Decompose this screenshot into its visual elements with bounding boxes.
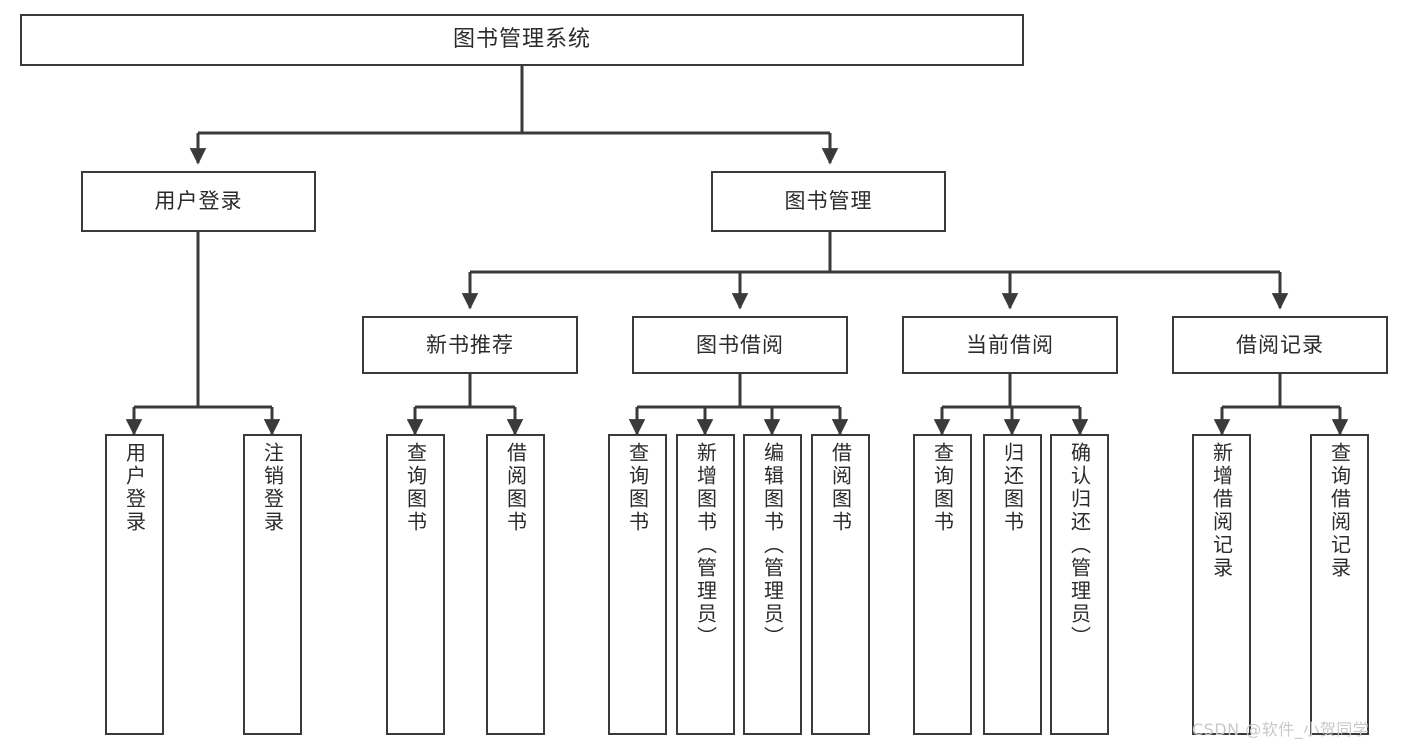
node-label: 查询图书 — [403, 442, 428, 534]
node-label: 用户登录 — [154, 189, 243, 214]
node-label: 借阅图书 — [503, 442, 528, 534]
node-label: 借阅图书 — [828, 442, 853, 534]
node-label: 新增图书（管理员） — [693, 442, 718, 649]
node-book-management[interactable]: 图书管理 — [711, 171, 946, 232]
leaf-book-borrow-borrow[interactable]: 借阅图书 — [811, 434, 870, 735]
node-label: 查询图书 — [930, 442, 955, 534]
leaf-current-borrow-query[interactable]: 查询图书 — [913, 434, 972, 735]
node-label: 图书管理系统 — [452, 27, 591, 53]
node-current-borrow[interactable]: 当前借阅 — [902, 316, 1118, 374]
node-new-book-recommend[interactable]: 新书推荐 — [362, 316, 578, 374]
node-label: 新增借阅记录 — [1209, 442, 1234, 580]
leaf-book-borrow-edit[interactable]: 编辑图书（管理员） — [743, 434, 802, 735]
leaf-new-book-query[interactable]: 查询图书 — [386, 434, 445, 735]
leaf-book-borrow-query[interactable]: 查询图书 — [608, 434, 667, 735]
node-label: 用户登录 — [122, 442, 147, 534]
leaf-borrow-record-query[interactable]: 查询借阅记录 — [1310, 434, 1369, 735]
node-label: 查询图书 — [625, 442, 650, 534]
node-label: 借阅记录 — [1236, 332, 1324, 357]
leaf-borrow-record-add[interactable]: 新增借阅记录 — [1192, 434, 1251, 735]
node-label: 编辑图书（管理员） — [760, 442, 785, 649]
leaf-new-book-borrow[interactable]: 借阅图书 — [486, 434, 545, 735]
node-user-login[interactable]: 用户登录 — [81, 171, 316, 232]
csdn-watermark: CSDN @软件_小贺同学 — [1192, 720, 1370, 739]
leaf-current-borrow-confirm-return[interactable]: 确认归还（管理员） — [1050, 434, 1109, 735]
node-label: 图书借阅 — [696, 332, 784, 357]
leaf-user-login-logout[interactable]: 注销登录 — [243, 434, 302, 735]
node-root-book-management-system[interactable]: 图书管理系统 — [20, 14, 1024, 66]
node-label: 当前借阅 — [966, 332, 1054, 357]
leaf-current-borrow-return[interactable]: 归还图书 — [983, 434, 1042, 735]
node-label: 图书管理 — [784, 189, 873, 214]
node-label: 确认归还（管理员） — [1067, 442, 1092, 649]
node-label: 注销登录 — [260, 442, 285, 534]
node-label: 归还图书 — [1000, 442, 1025, 534]
node-label: 查询借阅记录 — [1327, 442, 1352, 580]
node-borrow-record[interactable]: 借阅记录 — [1172, 316, 1388, 374]
node-label: 新书推荐 — [426, 332, 514, 357]
leaf-book-borrow-add[interactable]: 新增图书（管理员） — [676, 434, 735, 735]
node-book-borrow[interactable]: 图书借阅 — [632, 316, 848, 374]
leaf-user-login-login[interactable]: 用户登录 — [105, 434, 164, 735]
